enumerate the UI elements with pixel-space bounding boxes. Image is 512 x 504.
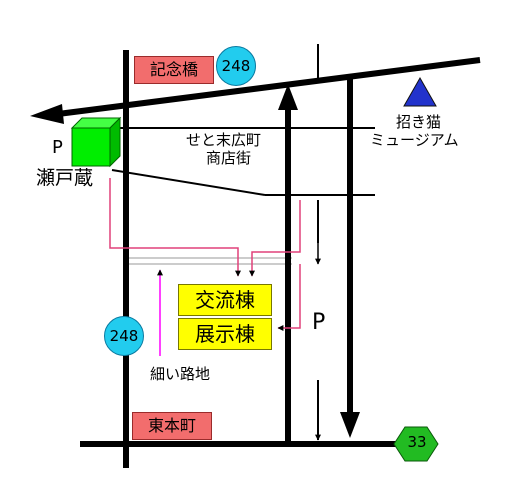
maneki-neko-label-line1: 招き猫 [396,113,442,131]
hosoi-roji-label: 細い路地 [150,365,211,383]
north-arrow-icon [278,84,298,110]
hexagon-icon [393,426,439,462]
route-248-top: 248 [216,46,256,86]
main-roads [57,50,481,468]
diagonal-street [111,169,266,196]
parking-p-right: P [312,310,326,335]
green-cube-icon [70,116,122,168]
walkway-routes [109,178,301,331]
shotengai-label-line1: せと末広町 [186,131,262,149]
seto-kura-label: 瀬戸蔵 [36,167,94,189]
maneki-neko-label-line2: ミュージアム [370,131,459,149]
shotengai-label-line2: 商店街 [206,149,252,167]
walkway-from-seto-kura [109,178,241,277]
route-33-label: 33 [407,433,427,451]
top-diagonal-road [57,57,481,117]
blue-triangle-icon [403,76,437,107]
kinenbashi-label: 記念橋 [134,56,214,84]
south-arrow-icon [340,412,360,438]
walkway-from-parking [249,200,301,277]
tenji-to-label: 展示棟 [178,318,272,350]
koryu-to-label: 交流棟 [178,284,272,316]
parking-p-seto-kura: P [52,137,63,158]
walkway-to-tenji [277,264,301,331]
route-248-left: 248 [104,316,144,356]
west-arrow-icon [30,104,64,124]
narrow-alley-road [128,257,292,265]
higashi-honmachi-label: 東本町 [132,412,212,440]
